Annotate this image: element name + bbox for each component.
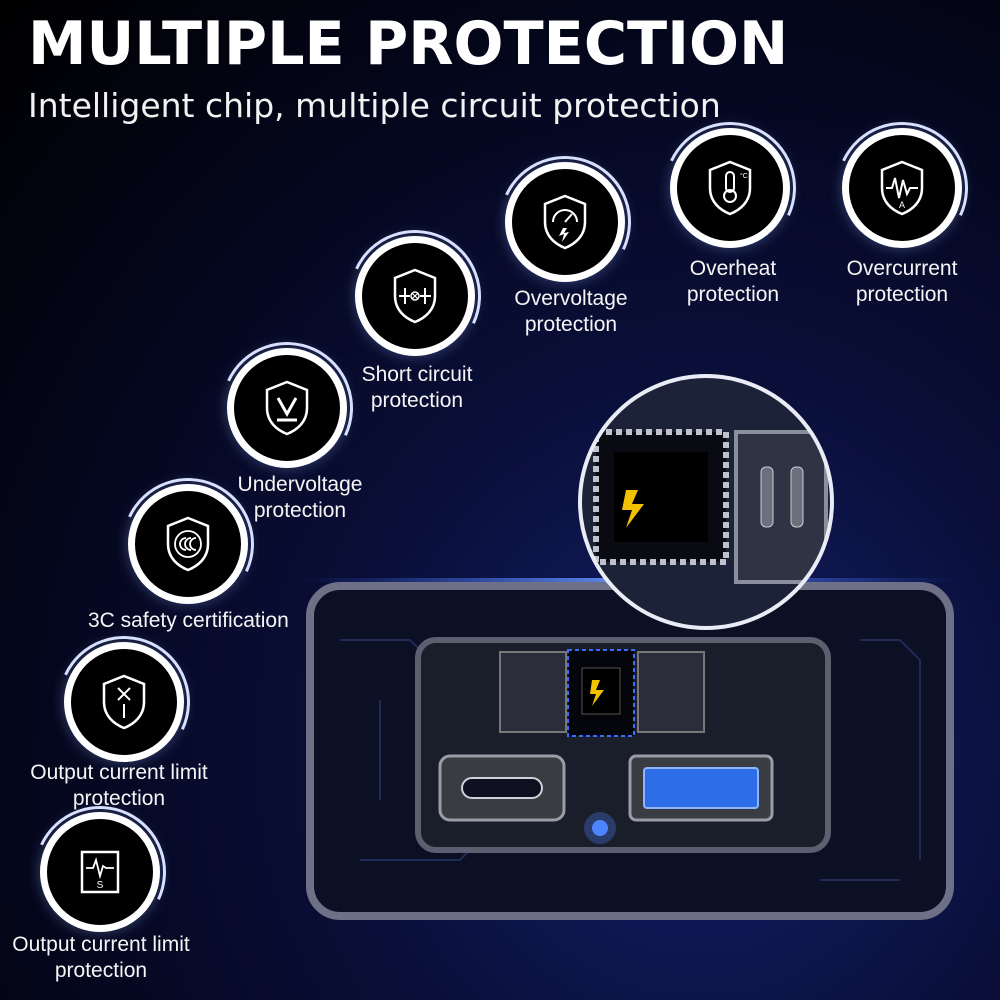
overvoltage-badge bbox=[505, 162, 625, 282]
usb-a-slot bbox=[643, 767, 759, 809]
current-limit-2-label-line1: Output current limit bbox=[12, 933, 190, 956]
usb-c-slot bbox=[461, 777, 543, 799]
overheat-label-line1: Overheat bbox=[689, 257, 777, 280]
undervoltage-badge bbox=[227, 348, 347, 468]
overvoltage-label-line2: protection bbox=[524, 313, 618, 336]
page-title: MULTIPLE PROTECTION bbox=[28, 9, 789, 79]
chip-magnifier bbox=[578, 374, 834, 630]
capacitor-module-right bbox=[637, 651, 705, 733]
overvoltage-label-line1: Overvoltage bbox=[514, 287, 628, 310]
svg-text:°C: °C bbox=[740, 172, 748, 180]
magnified-chip-logo bbox=[622, 490, 644, 528]
current-limit-shield-badge bbox=[64, 642, 184, 762]
short-circuit-badge bbox=[355, 236, 475, 356]
page-subtitle: Intelligent chip, multiple circuit prote… bbox=[28, 86, 721, 125]
3c-certification-badge bbox=[128, 484, 248, 604]
undervoltage-label-line1: Undervoltage bbox=[237, 473, 363, 496]
current-limit-box-icon: S bbox=[80, 850, 120, 894]
chip-logo bbox=[590, 680, 604, 706]
current-limit-box-badge: S bbox=[40, 812, 160, 932]
current-limit-shield-icon bbox=[102, 674, 146, 730]
overcurrent-label-line2: protection bbox=[855, 283, 949, 306]
magnifier-ring bbox=[578, 374, 834, 630]
undervoltage-icon bbox=[265, 380, 309, 436]
3c-certification-icon bbox=[166, 516, 210, 572]
current-limit-2-label-line2: protection bbox=[54, 959, 148, 982]
indicator-led bbox=[592, 820, 608, 836]
3c-certification-label: 3C safety certification bbox=[88, 609, 289, 632]
overcurrent-badge: A bbox=[842, 128, 962, 248]
short-circuit-label-line1: Short circuit bbox=[361, 363, 473, 386]
overcurrent-shield-icon: A bbox=[880, 160, 924, 216]
magnified-capacitors bbox=[734, 430, 828, 584]
current-limit-1-label-line2: protection bbox=[72, 787, 166, 810]
capacitor-module-left bbox=[499, 651, 567, 733]
undervoltage-label-line2: protection bbox=[253, 499, 347, 522]
overvoltage-gauge-icon bbox=[543, 194, 587, 250]
overheat-thermometer-icon: °C bbox=[708, 160, 752, 216]
overcurrent-label-line1: Overcurrent bbox=[846, 257, 958, 280]
short-circuit-icon bbox=[393, 268, 437, 324]
overheat-label-line2: protection bbox=[686, 283, 780, 306]
overheat-badge: °C bbox=[670, 128, 790, 248]
svg-text:A: A bbox=[899, 200, 905, 210]
power-bank-illustration bbox=[300, 578, 960, 920]
short-circuit-label-line2: protection bbox=[370, 389, 464, 412]
svg-text:S: S bbox=[97, 880, 104, 891]
current-limit-1-label-line1: Output current limit bbox=[30, 761, 208, 784]
indicator-led-glow bbox=[584, 812, 616, 844]
